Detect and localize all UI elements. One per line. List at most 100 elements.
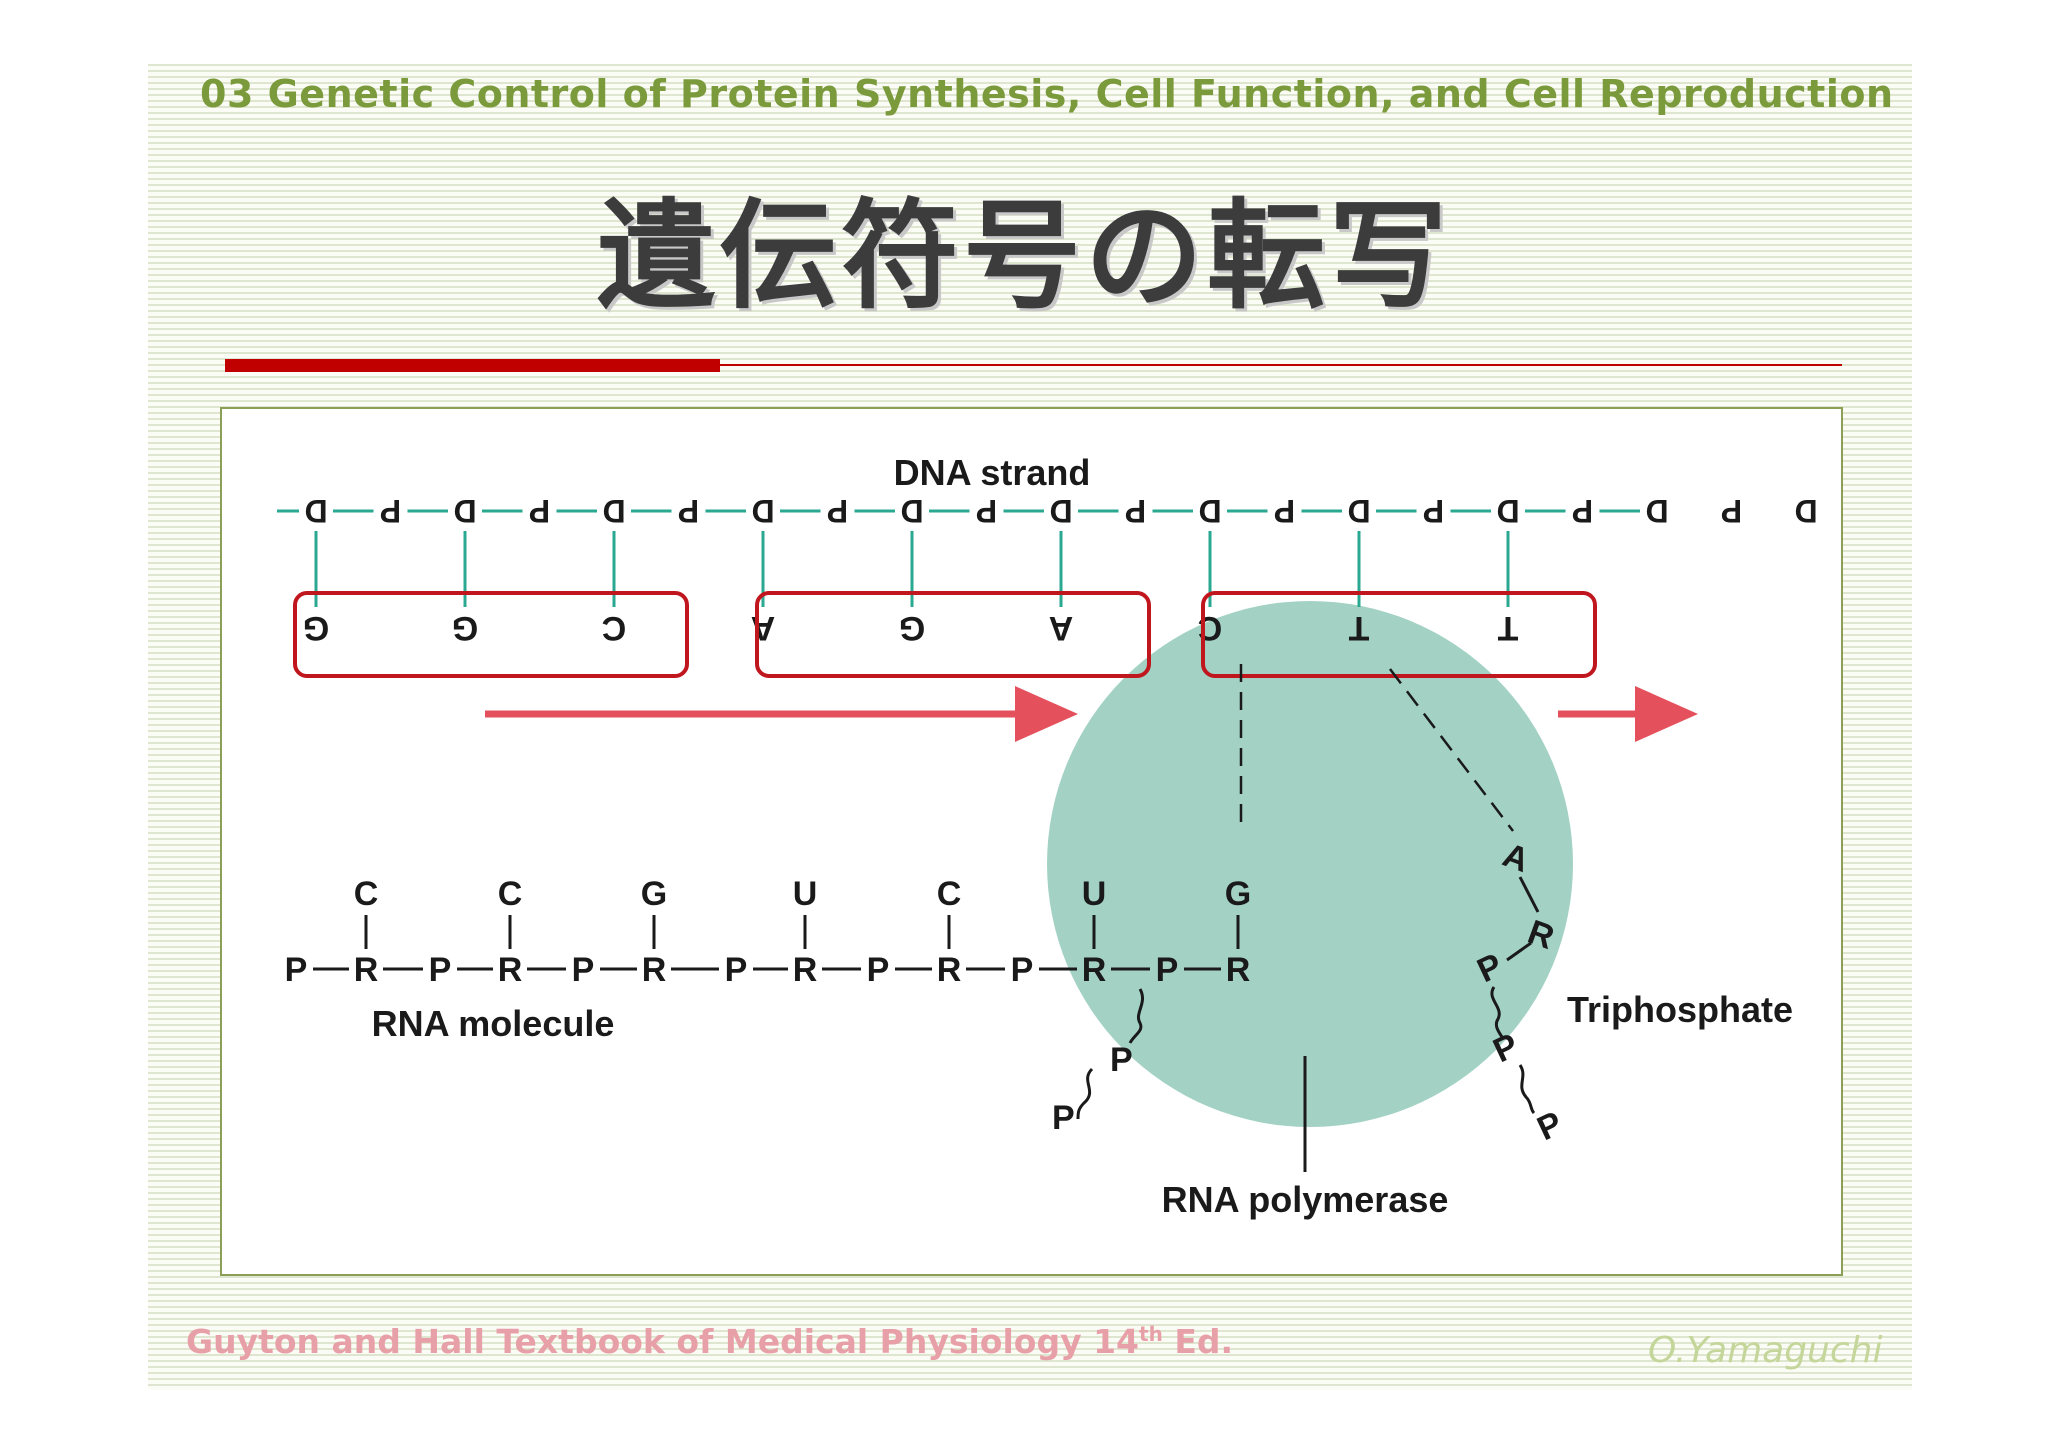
slide-title: 遺伝符号の転写 [596,187,1451,325]
transcription-diagram: DNA strand DPDPDPDPDPDPDPDPDPDPDPDP GGCA… [277,452,1823,1220]
free-base-bond [1518,876,1540,913]
dna-deoxyribose: D [900,493,923,529]
rna-phosphate: P [725,951,748,989]
triphosphate-bond-2 [1518,1064,1536,1115]
dna-base-g: G [452,609,478,647]
dna-strand-label: DNA strand [894,452,1091,493]
rna-ribose: R [1082,951,1107,989]
dna-backbone-gap [895,493,929,529]
rna-ribose: R [937,951,962,989]
dna-deoxyribose: D [1794,493,1817,529]
dna-deoxyribose: D [1049,493,1072,529]
codon-box-2 [755,591,1151,678]
dna-phosphate: P [1423,493,1444,529]
rna-base-u: U [1082,875,1107,913]
dna-backbone-gap [1342,493,1376,529]
rna-ribose: R [1226,951,1251,989]
chapter-subtitle: 03 Genetic Control of Protein Synthesis,… [200,72,1894,116]
triphosphate-label: Triphosphate [1567,989,1793,1030]
dna-base-g: G [899,609,925,647]
dna-phosphate: P [1125,493,1146,529]
citation: Guyton and Hall Textbook of Medical Phys… [186,1322,1233,1361]
rna-ribose: R [793,951,818,989]
rna-polymerase-label: RNA polymerase [1162,1179,1449,1220]
citation-edition: Ed. [1162,1322,1234,1361]
dna-phosphate: P [827,493,848,529]
title-rule-thin [720,364,1842,366]
dna-phosphate: P [678,493,699,529]
dna-deoxyribose: D [1645,493,1668,529]
dna-phosphate: P [976,493,997,529]
title-rule-thick [225,359,720,372]
rna-ribose: R [642,951,667,989]
dna-backbone-gap [448,493,482,529]
dna-base-a: A [751,609,776,647]
released-phosphate-2: P [1052,1099,1075,1137]
citation-superscript: th [1139,1322,1163,1346]
rna-phosphate: P [429,951,452,989]
dna-deoxyribose: D [1496,493,1519,529]
free-phosphate-2: P [1488,1026,1525,1070]
dna-base-t: T [1497,609,1518,647]
dna-backbone-gap [597,493,631,529]
dna-backbone-gap [1714,493,1749,529]
dna-backbone-gap [373,493,408,529]
rna-ribose: R [498,951,523,989]
dna-base-a: A [1049,609,1074,647]
dna-backbone-gap [1193,493,1227,529]
dna-backbone-gap [1640,493,1674,529]
dna-backbone-gap [820,493,855,529]
triphosphate-bond-1 [1490,986,1504,1038]
rna-base-c: C [937,875,962,913]
free-ribose-bond [1506,941,1532,962]
codon-box-1 [293,591,689,678]
phosphate-bond-2 [1076,1067,1094,1120]
rna-base-g: G [641,875,667,913]
dna-phosphate: P [1572,493,1593,529]
author-signature: O.Yamaguchi [1648,1330,1883,1371]
dna-deoxyribose: D [453,493,476,529]
rna-base-g: G [1225,875,1251,913]
dna-phosphate: P [1274,493,1295,529]
rna-molecule-label: RNA molecule [372,1003,615,1044]
dna-backbone-gap [1416,493,1451,529]
dna-deoxyribose: D [304,493,327,529]
dna-base-c: C [602,609,627,647]
phosphate-bond-1 [1128,988,1145,1044]
dna-backbone-gap [1267,493,1302,529]
dna-deoxyribose: D [1347,493,1370,529]
dna-backbone-gap [1491,493,1525,529]
dna-deoxyribose: D [751,493,774,529]
dna-backbone: DPDPDPDPDPDPDPDPDPDPDPDP [277,493,1823,529]
codon-box-3 [1201,591,1597,678]
rna-phosphate: P [285,951,308,989]
citation-text: Guyton and Hall Textbook of Medical Phys… [186,1322,1140,1361]
rna-phosphate: P [867,951,890,989]
released-phosphate-1: P [1110,1041,1133,1079]
dna-backbone-gap [522,493,557,529]
rna-phosphate: P [572,951,595,989]
rna-polymerase-circle [1047,601,1573,1127]
dna-base-g: G [303,609,329,647]
dna-backbone-gap [1118,493,1153,529]
dna-phosphate: P [1721,493,1742,529]
dna-deoxyribose: D [1198,493,1221,529]
dna-backbone-gap [671,493,706,529]
dna-phosphate: P [380,493,401,529]
dna-backbone-gap [746,493,780,529]
dna-base-t: T [1348,609,1369,647]
rna-base-u: U [793,875,818,913]
dna-backbone-gap [1044,493,1078,529]
dna-backbone-gap [1789,493,1823,529]
rna-phosphate: P [1156,951,1179,989]
rna-phosphate: P [1011,951,1034,989]
rna-base-c: C [498,875,523,913]
rna-base-c: C [354,875,379,913]
dna-backbone-gap [969,493,1004,529]
dna-backbone-gap [299,493,333,529]
dna-phosphate: P [529,493,550,529]
dna-backbone-gap [1565,493,1600,529]
rna-ribose: R [354,951,379,989]
figure-frame: DNA strand DPDPDPDPDPDPDPDPDPDPDPDP GGCA… [220,407,1843,1276]
